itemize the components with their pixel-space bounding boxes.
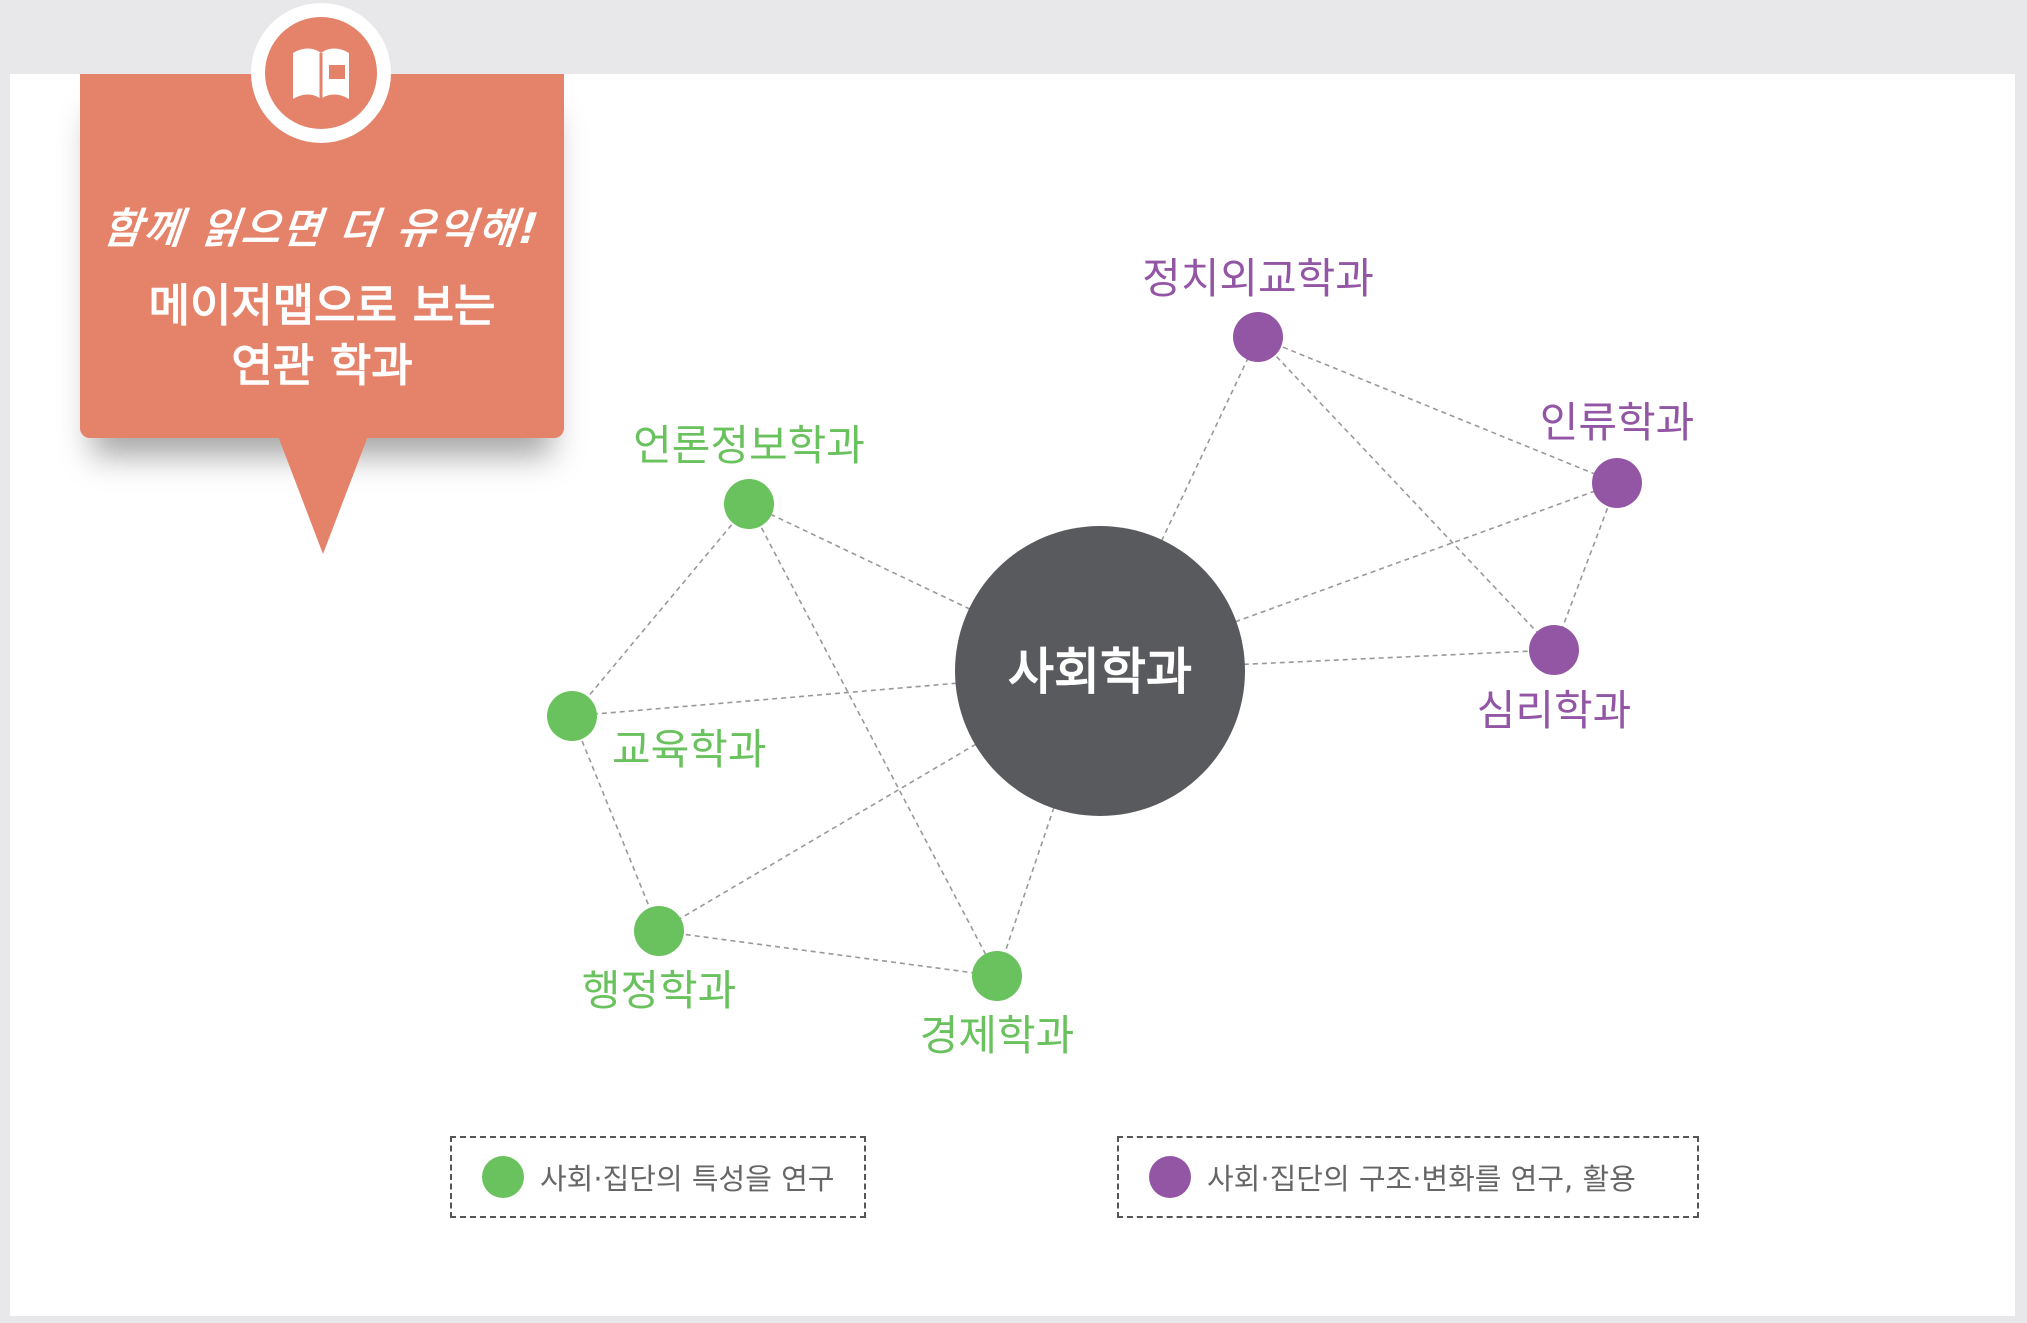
node-gyeongje xyxy=(972,951,1022,1001)
legend-text-green: 사회·집단의 특성을 연구 xyxy=(540,1162,835,1196)
link-haengjeong-gyeongje xyxy=(658,930,998,977)
center-node-label: 사회학과 xyxy=(1008,643,1192,701)
legend-dot-purple xyxy=(1149,1156,1191,1198)
node-eollon xyxy=(724,479,774,529)
node-label-gyeongje: 경제학과 xyxy=(920,1011,1075,1060)
node-gyoyuk xyxy=(547,691,597,741)
legend-item-green: 사회·집단의 특성을 연구 xyxy=(450,1136,866,1218)
link-illyu-simni xyxy=(1553,482,1618,651)
badge-slogan: 함께 읽으면 더 유익해! xyxy=(100,204,543,253)
node-jeongchi xyxy=(1233,312,1283,362)
link-eollon-gyeongje xyxy=(748,503,998,977)
badge-title-line1: 메이저맵으로 보는 xyxy=(148,279,496,332)
link-jeongchi-simni xyxy=(1257,336,1555,651)
link-center-jeongchi xyxy=(1099,336,1259,672)
legend-dot-green xyxy=(482,1156,524,1198)
badge-title: 메이저맵으로 보는 연관 학과 xyxy=(80,276,564,396)
node-label-eollon: 언론정보학과 xyxy=(633,421,865,470)
center-node xyxy=(955,526,1245,816)
node-label-haengjeong: 행정학과 xyxy=(582,966,737,1015)
link-eollon-gyoyuk xyxy=(571,503,750,717)
legend-item-purple: 사회·집단의 구조·변화를 연구, 활용 xyxy=(1117,1136,1699,1218)
link-center-gyoyuk xyxy=(571,670,1101,717)
badge-title-line2: 연관 학과 xyxy=(231,339,413,392)
node-label-jeongchi: 정치외교학과 xyxy=(1142,254,1374,303)
node-label-gyoyuk: 교육학과 xyxy=(612,725,767,774)
link-jeongchi-illyu xyxy=(1257,336,1618,484)
book-icon xyxy=(251,3,391,143)
node-haengjeong xyxy=(634,906,684,956)
legend-text-purple: 사회·집단의 구조·변화를 연구, 활용 xyxy=(1207,1162,1636,1196)
node-label-illyu: 인류학과 xyxy=(1540,398,1695,447)
link-gyoyuk-haengjeong xyxy=(571,715,660,932)
node-simni xyxy=(1529,625,1579,675)
node-illyu xyxy=(1592,458,1642,508)
badge-pointer xyxy=(278,436,368,554)
node-label-simni: 심리학과 xyxy=(1477,686,1632,735)
